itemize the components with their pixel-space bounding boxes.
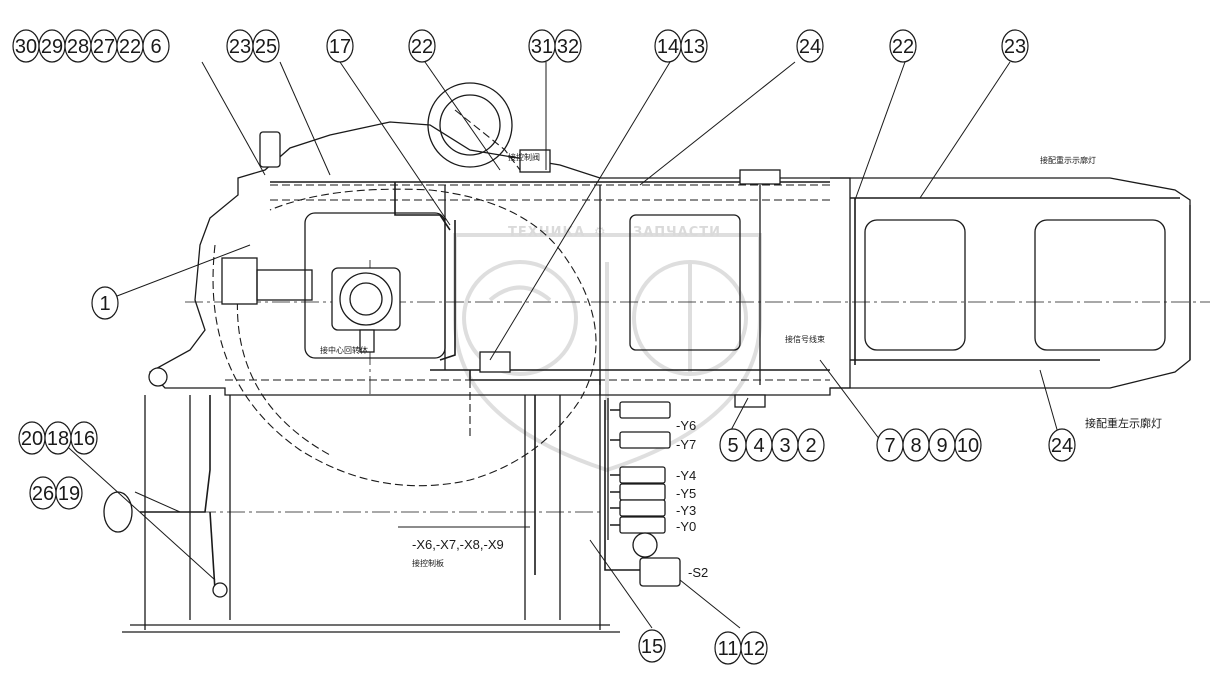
- note-center-body: 接中心回转体: [320, 345, 368, 355]
- note-right-lamp: 接配重示示廓灯: [1040, 155, 1096, 165]
- callout-label: 27: [93, 36, 115, 58]
- connector-label-y3: -Y3: [676, 503, 696, 518]
- callout-label: 29: [41, 36, 63, 58]
- center-swivel-icon: [331, 267, 401, 353]
- callout-label: 16: [73, 428, 95, 450]
- callout-bubble-24a: [796, 29, 824, 63]
- callout-label: 5: [727, 435, 738, 457]
- callout-label: 12: [743, 638, 765, 660]
- callout-bubble-16: [70, 421, 98, 455]
- callout-label: 28: [67, 36, 89, 58]
- note-small-top: 接控制阀: [508, 152, 540, 162]
- callout-bubble-24b: [1048, 428, 1076, 462]
- connector-label-s2: -S2: [688, 565, 708, 580]
- connector-label-y0: -Y0: [676, 519, 696, 534]
- cable-label: -X6,-X7,-X8,-X9: [412, 537, 504, 552]
- callout-label: 23: [1004, 36, 1026, 58]
- hook-icon: [148, 367, 168, 387]
- callout-label: 3: [779, 435, 790, 457]
- callout-bubble-19: [55, 476, 83, 510]
- centre-lines: [140, 260, 1210, 513]
- callout-label: 1: [99, 293, 110, 315]
- callout-label: 11: [718, 638, 739, 660]
- watermark-right-text: ЗАПЧАСТИ: [633, 225, 721, 240]
- callout-label: 19: [58, 483, 80, 505]
- callout-bubble-13: [680, 29, 708, 63]
- callout-label: 8: [910, 435, 921, 457]
- connector-label-y4: -Y4: [676, 468, 696, 483]
- connector-labels: -Y6 -Y7 -Y4 -Y5 -Y3 -Y0 -S2: [676, 418, 708, 580]
- connector-label-y5: -Y5: [676, 486, 696, 501]
- callout-label: 22: [411, 36, 433, 58]
- watermark-left-text: ТЕХНИКА: [508, 225, 585, 240]
- callout-label: 24: [1051, 435, 1073, 457]
- side-lamp-icon: [103, 491, 133, 533]
- notes: 接配重左示廓灯 接配重示示廓灯 接中心回转体 接信号线束 接控制板 接控制阀: [320, 152, 1162, 568]
- left-bracket-icon: [221, 257, 258, 305]
- callout-label: 7: [884, 435, 895, 457]
- callout-label: 17: [329, 36, 351, 58]
- callout-bubble-23b: [1001, 29, 1029, 63]
- callout-label: 22: [119, 36, 141, 58]
- note-cable-harness: 接控制板: [412, 558, 444, 568]
- callout-label: 10: [957, 435, 979, 457]
- relay-box-icon: [519, 149, 551, 173]
- callouts-top: [12, 29, 1029, 63]
- callout-bubble-2: [797, 428, 825, 462]
- callouts-other-text: 1 20 18 16 26 19 5 4 3 2 7 8 9 10 24 15 …: [21, 293, 1073, 660]
- callout-label: 24: [799, 36, 821, 58]
- watermark-logo-icon: [453, 233, 762, 473]
- callout-label: 9: [936, 435, 947, 457]
- solenoid-valve-block: [607, 398, 671, 540]
- callout-label: 31: [531, 36, 553, 58]
- battery-box-icon: [739, 169, 781, 185]
- callout-label: 4: [753, 435, 764, 457]
- callout-bubble-22b: [408, 29, 436, 63]
- callout-label: 20: [21, 428, 43, 450]
- callout-label: 13: [683, 36, 705, 58]
- callout-label: 15: [641, 636, 663, 658]
- callout-label: 2: [805, 435, 816, 457]
- callout-label: 6: [150, 36, 161, 58]
- callout-label: 26: [32, 483, 54, 505]
- callout-label: 18: [47, 428, 69, 450]
- pressure-switch-icon: [639, 557, 681, 587]
- connector-box-icon: [734, 394, 766, 408]
- callout-label: 32: [557, 36, 579, 58]
- callout-bubble-10: [954, 428, 982, 462]
- machine-outline: [122, 82, 1191, 633]
- callout-bubble-22c: [889, 29, 917, 63]
- work-lamp-icon: [259, 131, 281, 168]
- callout-bubble-6: [142, 29, 170, 63]
- components: [103, 131, 781, 598]
- callout-label: 25: [255, 36, 277, 58]
- note-signal: 接信号线束: [785, 334, 825, 344]
- callout-bubble-25: [252, 29, 280, 63]
- callout-label: 23: [229, 36, 251, 58]
- callout-bubble-1: [91, 286, 119, 320]
- callout-label: 22: [892, 36, 914, 58]
- callouts-other: [18, 286, 1076, 665]
- ring-icon: [212, 582, 228, 598]
- sensor-icon: [632, 532, 658, 558]
- connector-label-y6: -Y6: [676, 418, 696, 433]
- note-left-lamp: 接配重左示廓灯: [1085, 416, 1162, 430]
- connector-label-y7: -Y7: [676, 437, 696, 452]
- junction-box-icon: [479, 351, 511, 373]
- callout-label: 30: [15, 36, 37, 58]
- callout-bubble-32: [554, 29, 582, 63]
- callout-bubble-12: [740, 631, 768, 665]
- callout-bubble-17: [326, 29, 354, 63]
- callout-label: 14: [657, 36, 679, 58]
- callouts-top-text: 30 29 28 27 22 6 23 25 17 22 31 32 14 13…: [15, 36, 1026, 58]
- callout-bubble-15: [638, 629, 666, 663]
- leader-lines: [59, 61, 1061, 629]
